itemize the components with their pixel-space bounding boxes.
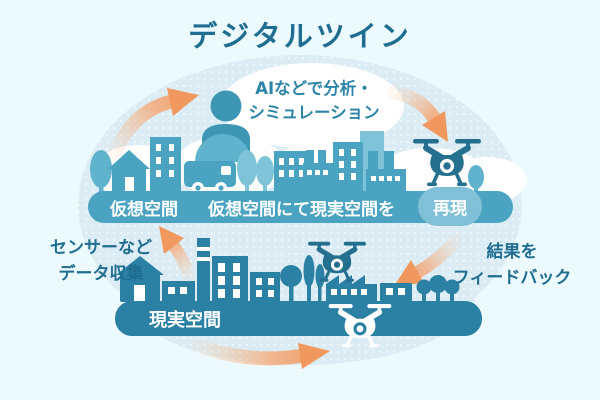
virtual-space-bar: 仮想空間 仮想空間にて現実空間を 再現	[88, 187, 513, 226]
arrow-city-to-ai-icon	[107, 88, 199, 160]
reproduce-badge-label: 再現	[433, 199, 467, 219]
ai-analysis-line1: AIなどで分析・	[255, 79, 373, 98]
arrow-real-cycle-icon	[191, 339, 330, 369]
page-title: デジタルツイン	[188, 19, 412, 53]
real-space-label: 現実空間	[149, 309, 221, 331]
sensor-data-line2: データ収集	[58, 263, 144, 284]
speech-bubble	[220, 63, 404, 149]
sensor-data-note: センサーなど データ収集	[36, 236, 166, 287]
drone-icon	[413, 139, 481, 187]
real-city	[116, 238, 460, 302]
virtual-city	[90, 131, 484, 194]
cycle-arrows	[107, 85, 463, 369]
virtual-space-label: 仮想空間	[110, 199, 178, 220]
arrow-feedback-to-real-icon	[394, 234, 463, 286]
sensor-data-line1: センサーなど	[50, 238, 152, 258]
arrow-ai-to-virtual-icon	[387, 85, 448, 142]
ai-analysis-line2: シミュレーション	[248, 102, 380, 122]
virtual-space-caption: 仮想空間にて現実空間を	[208, 199, 395, 220]
feedback-line2: フィードバック	[452, 267, 572, 288]
reproduce-badge: 再現	[418, 187, 482, 226]
drone-icon	[308, 241, 366, 282]
real-space-bar: 現実空間	[115, 301, 482, 336]
ai-analysis-label: AIなどで分析・ シミュレーション	[226, 77, 402, 125]
feedback-note: 結果を フィードバック	[428, 240, 596, 291]
arrow-real-to-virtual-icon	[159, 226, 195, 282]
feedback-line1: 結果を	[486, 242, 538, 262]
drone-icon	[328, 304, 392, 348]
